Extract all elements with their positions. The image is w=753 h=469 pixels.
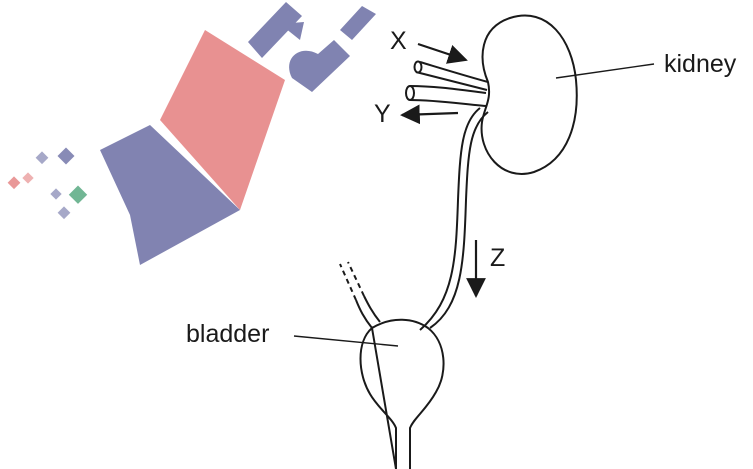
label-x: X bbox=[390, 27, 407, 55]
label-z: Z bbox=[490, 244, 505, 272]
kidney-shape bbox=[482, 16, 577, 174]
bladder-leader-line bbox=[294, 336, 398, 346]
label-bladder: bladder bbox=[186, 320, 269, 348]
arrow-y bbox=[402, 113, 458, 115]
renal-vein bbox=[406, 86, 486, 106]
kidney-leader-line bbox=[556, 64, 654, 78]
label-kidney: kidney bbox=[664, 50, 737, 78]
other-ureter bbox=[340, 262, 380, 328]
watermark-logo bbox=[8, 2, 376, 265]
ureter bbox=[420, 108, 488, 330]
arrow-x bbox=[418, 44, 466, 60]
label-y: Y bbox=[374, 100, 391, 128]
bladder-shape bbox=[361, 320, 444, 469]
